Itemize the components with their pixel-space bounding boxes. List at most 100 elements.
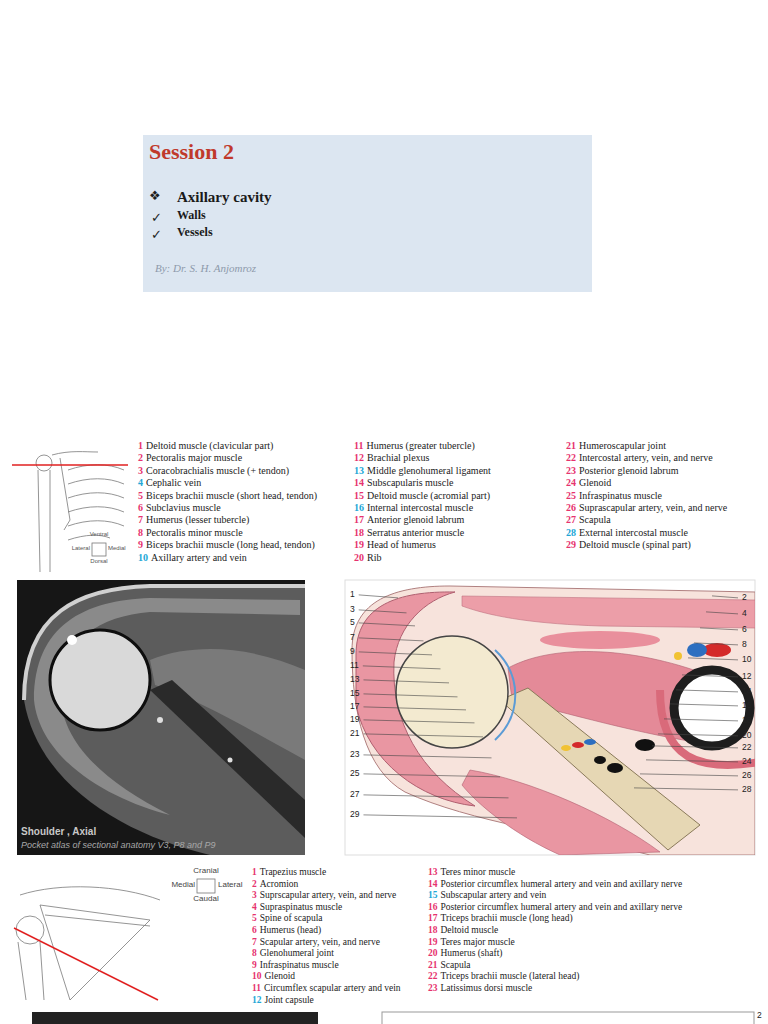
legend-text: Deltoid muscle (acromial part) [367,490,490,502]
leader-line [359,638,424,641]
shoulder-sketch [16,887,160,1000]
legend-number: 22 [428,971,438,982]
leader-line [658,734,738,736]
legend-number: 1 [138,440,143,452]
callout-number: 6 [742,625,747,635]
legend-number: 10 [252,971,262,982]
legend-text: Suprscapular artery, vein, and nerve [260,890,397,901]
rib-section [635,739,655,751]
callout-number: 2 [742,593,747,603]
legend-number: 14 [354,477,364,489]
humeral-head [16,916,44,944]
legend-text: Latissimus dorsi muscle [441,983,533,994]
callout-number: 12 [742,672,751,682]
legend-number: 5 [138,490,143,502]
joint-capsule [495,650,515,740]
orientation-label: Caudal [193,894,218,903]
callout-number: 28 [742,785,751,795]
rib-section [594,756,606,764]
callout-number: 5 [350,618,355,628]
leader-line [359,610,407,613]
legend-number: 10 [138,552,148,564]
leader-line [682,675,738,677]
callout-number: 13 [350,675,359,685]
legend-number: 16 [428,902,438,913]
humeral-head-signal [50,630,150,730]
leader-line [359,652,432,655]
legend-number: 24 [566,477,576,489]
session-box: Session 2Axillary cavityWallsVesselsBy: … [143,135,592,292]
legend-number: 3 [252,890,257,901]
legend-number: 2 [252,879,257,890]
legend-text: Humerus (head) [260,925,321,936]
legend-number: 8 [138,527,143,539]
legend-text: Infraspinatus muscle [579,490,662,502]
scapula-outline [60,458,70,530]
legend-text: Pectoralis minor muscle [146,527,243,539]
legend-text: Humerus (lesser tubercle) [146,514,249,526]
legend-text: Axillary artery and vein [151,552,247,564]
callout-number: 25 [350,769,359,779]
legend-number: 19 [354,539,364,551]
humeral-head [396,636,508,748]
legend-text: Trapezius muscle [260,867,326,878]
mri-panel: Shoulder , AxialPocket atlas of sectiona… [17,580,305,855]
bullet-symbol: ✓ [151,228,162,243]
callout-number: 19 [350,715,359,725]
legend-number: 28 [566,527,576,539]
legend-number: 29 [566,539,576,551]
callout-number: 17 [350,702,359,712]
legend-text: Subscapular artery and vein [441,890,547,901]
legend-text: Brachial plexus [367,452,429,464]
section-line [12,464,128,466]
leader-line [706,612,738,614]
bright-spot [157,717,163,723]
callout-number: 15 [350,689,359,699]
legend-text: Acromion [260,879,299,890]
callout-number: 16 [742,701,751,711]
legend-text: Suprascapular artery, vein, and nerve [579,502,727,514]
legend-number: 13 [354,465,364,477]
leader-line [363,755,491,758]
leader-line [652,746,738,748]
legend-number: 7 [252,937,257,948]
legend-text: Teres minor muscle [441,867,516,878]
legend-number: 11 [354,440,363,452]
leader-line [363,734,483,737]
leader-line [646,760,738,762]
legend-number: 12 [354,452,364,464]
orientation-label: Medial [108,545,126,552]
legend-text: Pectoralis major muscle [146,452,242,464]
orientation-label: Ventral [90,531,109,538]
leader-line [363,815,517,818]
legend-text: Glenoid [579,477,611,489]
legend-number: 12 [252,995,262,1006]
leader-line [359,623,415,626]
humerus-outline [38,470,50,572]
legend-text: Infraspinatus muscle [260,960,339,971]
legend-number: 6 [252,925,257,936]
callout-number: 3 [350,605,355,615]
callout-number: 11 [350,661,359,671]
legend-text: Scapula [441,960,471,971]
leader-line [664,719,738,721]
mri-image [17,580,305,855]
legend-number: 19 [428,937,438,948]
legend-text: Rib [367,552,381,564]
legend-number: 23 [566,465,576,477]
scapula-signal [150,680,305,838]
legend-text: Triceps brachii muscle (lateral head) [441,971,580,982]
legend-number: 18 [354,527,364,539]
leader-line [688,658,738,660]
legend-number: 20 [428,948,438,959]
bullet-item: Vessels [177,226,213,240]
legend-text: Deltoid muscle [441,925,499,936]
humerus-outline [18,942,44,1000]
legend-text: Anterior glenoid labrum [367,514,464,526]
legend-number: 17 [354,514,364,526]
legend-text: Biceps brachii muscle (short head, tendo… [146,490,317,502]
legend-text: Scapular artery, vein, and nerve [260,937,380,948]
legend-text: Joint capsule [265,995,314,1006]
bright-spot [67,635,77,645]
